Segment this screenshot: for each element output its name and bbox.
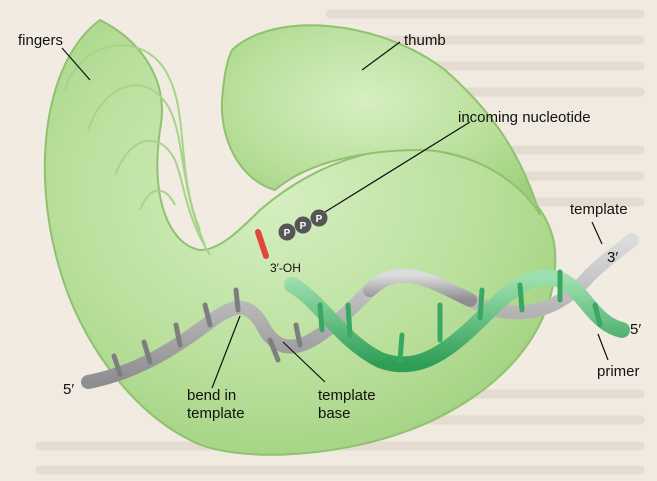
label-bend-in-template-line1: bend in — [187, 387, 236, 404]
phosphate-3-label: P — [316, 214, 323, 225]
label-incoming-nucleotide: incoming nucleotide — [458, 109, 591, 126]
label-bend-in-template-line2: template — [187, 405, 245, 422]
phosphate-1-label: P — [284, 228, 291, 239]
phosphate-2-label: P — [300, 221, 307, 232]
label-primer: primer — [597, 363, 640, 380]
label-template-3prime: 3′ — [607, 249, 618, 266]
label-thumb: thumb — [404, 32, 446, 49]
label-primer-5prime: 5′ — [630, 321, 641, 338]
label-template-5prime: 5′ — [63, 381, 74, 398]
label-3-oh: 3′-OH — [270, 261, 301, 275]
label-fingers: fingers — [18, 32, 63, 49]
label-template-base-line2: base — [318, 405, 351, 422]
label-template-top: template — [570, 201, 628, 218]
label-template-base-line1: template — [318, 387, 376, 404]
